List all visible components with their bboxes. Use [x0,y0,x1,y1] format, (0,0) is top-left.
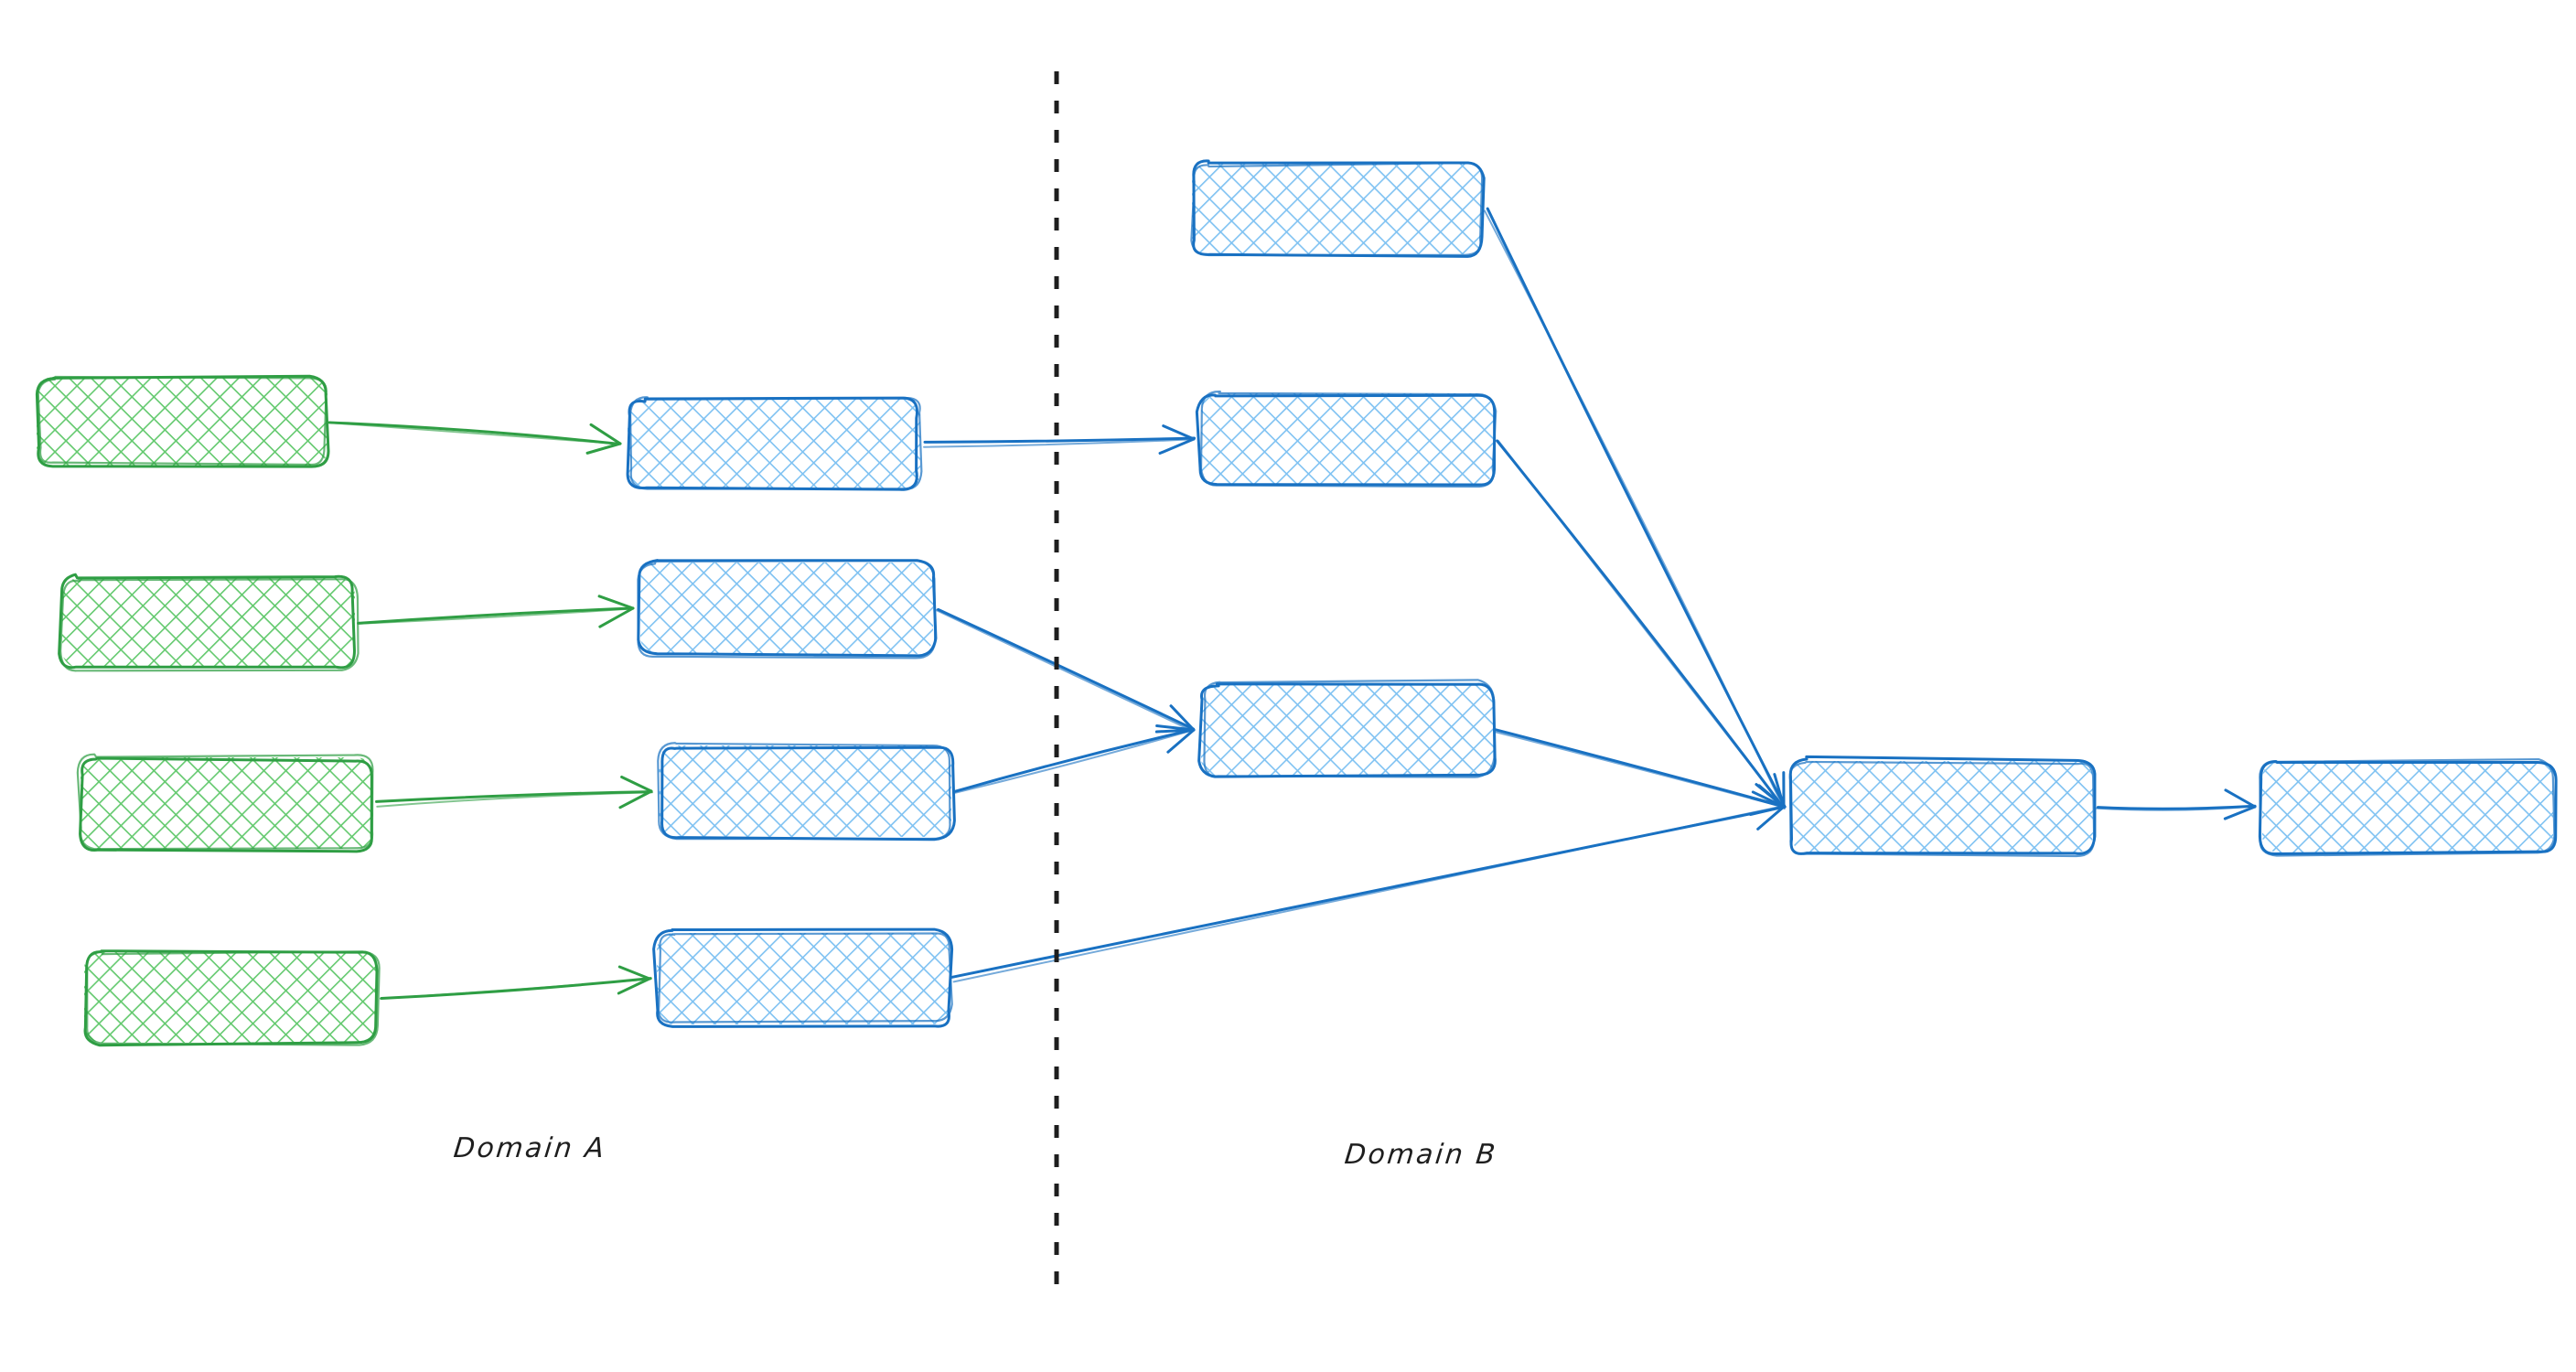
node-a2[interactable] [58,573,360,672]
edge-arrowhead [1155,724,1196,732]
node-outline [1190,161,1484,257]
node-fill [1192,163,1483,254]
node-fill [37,377,327,466]
edge-line [934,608,1194,733]
edge-arrowhead [585,442,622,455]
node-fill [640,563,933,654]
edge-b3-to-b4 [1494,728,1786,817]
node-m3[interactable] [657,742,956,841]
edge-arrowhead [620,775,653,793]
node-b1[interactable] [1190,159,1486,258]
edge-arrowhead [597,595,635,610]
node-a1[interactable] [35,374,330,468]
edge-m1-to-b2 [923,424,1197,456]
node-outline [657,742,951,841]
node-outline [85,950,381,1046]
edge-m4-to-b4 [950,796,1787,983]
edge-line [2094,805,2257,811]
edge-a4-to-m4 [379,965,652,1000]
edge-line [359,607,635,625]
edge-line [1494,728,1785,808]
node-fill [1201,393,1494,485]
edge-line [1484,209,1785,809]
node-outline [628,396,923,490]
node-fill [659,745,951,837]
edge-line [954,729,1195,794]
node-outline [1788,760,2096,858]
edge-line [330,422,622,445]
node-m2[interactable] [637,559,938,659]
node-outline [79,756,373,853]
edge-arrowhead [598,606,635,628]
node-a3[interactable] [76,753,374,853]
node-layer [35,159,2558,1047]
edge-line [952,728,1195,794]
edge-b1-to-b4 [1484,207,1787,809]
node-outline [1203,679,1496,778]
edge-arrowhead [1750,796,1786,809]
edge-line [376,791,654,808]
edge-a3-to-m3 [375,775,654,809]
domain-a-label: Domain A [452,1132,608,1164]
edge-line [1497,439,1786,810]
node-fill [84,951,377,1043]
domain-b-label: Domain B [1343,1139,1499,1171]
edge-b4-to-b5 [2094,788,2257,820]
edge-layer [327,207,2257,1000]
node-outline [637,559,937,659]
edge-arrowhead [589,423,622,445]
edge-a1-to-m1 [327,421,622,455]
node-fill [1201,684,1494,776]
edge-line [379,978,652,1000]
node-fill [628,398,920,489]
edge-arrowhead [617,965,651,981]
edge-arrowhead [1756,805,1786,831]
edge-line [357,606,634,625]
edge-line [1495,731,1785,809]
edge-line [923,436,1197,444]
node-fill [657,933,950,1024]
edge-arrowhead [2224,788,2257,809]
edge-arrowhead [1757,784,1786,809]
node-outline [2259,757,2556,857]
edge-a2-to-m2 [357,595,635,628]
node-m1[interactable] [626,396,923,491]
edge-m3-to-b3 [952,724,1196,794]
node-fill [80,757,373,849]
node-outline [59,578,360,672]
node-outline [652,927,954,1028]
edge-line [937,607,1196,731]
edge-line [923,438,1196,448]
edge-arrowhead [1773,773,1786,809]
edge-arrowhead [2223,805,2257,820]
edge-arrowhead [1158,437,1196,456]
edge-line [952,805,1784,983]
edge-arrowhead [1166,728,1196,754]
edge-b2-to-b4 [1496,439,1786,810]
node-outline [76,753,374,851]
node-outline [1199,391,1497,488]
edge-arrowhead [1162,424,1196,441]
node-outline [2258,760,2558,855]
node-fill [62,578,355,668]
node-outline [657,932,953,1024]
node-outline [37,375,327,466]
node-b3[interactable] [1197,679,1497,778]
edge-arrowhead [618,789,653,809]
node-m4[interactable] [652,927,954,1028]
node-fill [2262,761,2553,852]
edge-arrowhead [1169,704,1196,732]
node-b4[interactable] [1788,755,2097,858]
edge-m2-to-b3 [934,607,1196,734]
edge-line [375,790,653,803]
node-b5[interactable] [2258,757,2558,857]
node-b2[interactable] [1195,391,1497,488]
node-a4[interactable] [83,949,381,1047]
node-fill [1791,761,2093,852]
edge-arrowhead [617,977,651,995]
